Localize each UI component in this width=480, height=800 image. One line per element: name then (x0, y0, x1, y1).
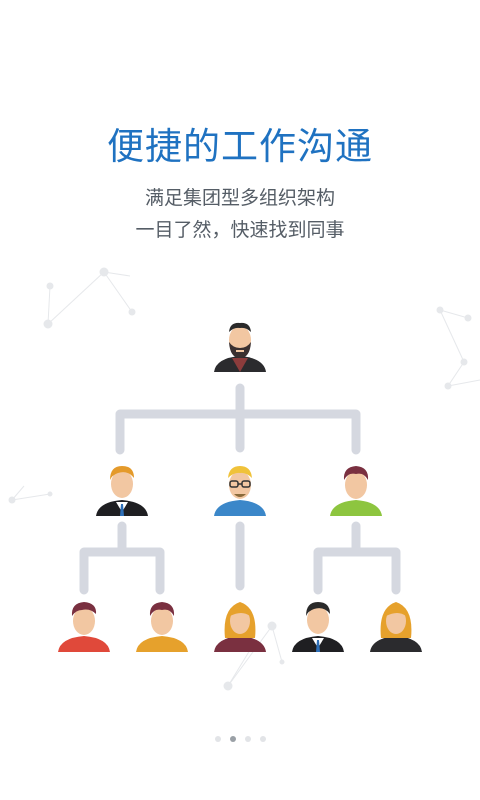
woman-avatar-icon (214, 602, 266, 652)
page-dot-4[interactable] (259, 736, 266, 742)
red-shirt-avatar-icon (58, 602, 110, 652)
glasses-avatar-icon (214, 466, 266, 516)
page-indicator[interactable] (0, 736, 480, 742)
manager-avatar-icon (96, 466, 148, 516)
page-dot-3[interactable] (244, 736, 251, 742)
page-dot-2-active[interactable] (229, 736, 236, 742)
subtitle-line-1: 满足集团型多组织架构 (144, 187, 335, 209)
subtitle-line-2: 一目了然，快速找到同事 (135, 219, 345, 241)
woman-dark-avatar-icon (370, 602, 422, 652)
page-dot-1[interactable] (214, 736, 221, 742)
orange-shirt-avatar-icon (136, 602, 188, 652)
suit-avatar-icon (292, 602, 344, 652)
ceo-avatar-icon (214, 322, 266, 372)
green-shirt-avatar-icon (330, 466, 382, 516)
page-title: 便捷的工作沟通 (107, 125, 373, 168)
